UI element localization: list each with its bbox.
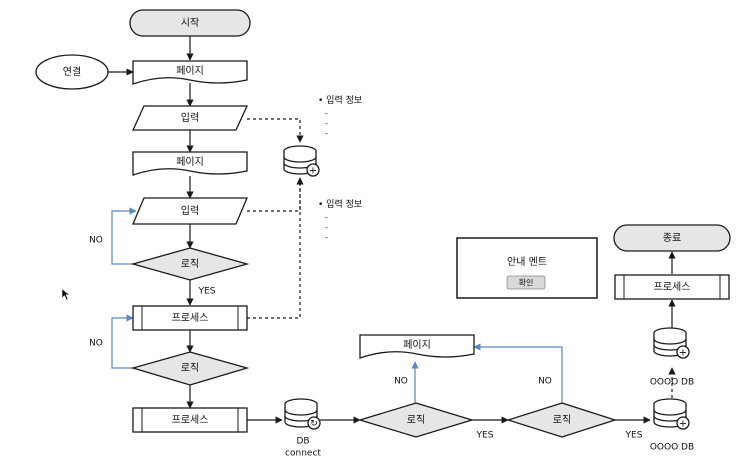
end-label: 종료: [663, 232, 681, 244]
logic3-node: 로직: [357, 402, 475, 438]
confirm-button[interactable]: 확인: [506, 275, 546, 290]
dialog-message: 안내 멘트: [507, 256, 547, 268]
process2-node: 프로세스: [132, 407, 248, 433]
input-info-label-1: • 입력 정보: [318, 94, 362, 106]
process3-label: 프로세스: [654, 281, 691, 293]
edge-label-no-2: NO: [89, 339, 103, 349]
page1-node: 페이지: [132, 60, 248, 85]
logic4-node: 로직: [505, 402, 618, 438]
page2-label: 페이지: [176, 156, 204, 168]
db-store-1-icon: +: [653, 327, 690, 359]
note-dot: -: [325, 213, 328, 222]
input2-label: 입력: [181, 204, 199, 217]
process1-label: 프로세스: [172, 312, 209, 324]
guide-dialog: 안내 멘트 확인: [456, 237, 598, 299]
logic4-label: 로직: [553, 414, 571, 426]
logic2-label: 로직: [181, 362, 199, 374]
connect-node: 연결: [35, 54, 109, 90]
input-info-note-1: • 입력 정보 - - -: [318, 94, 362, 138]
db-connect-label-1: DB: [296, 437, 309, 447]
db-connect-label-2: connect: [285, 449, 321, 459]
logic3-label: 로직: [407, 414, 425, 426]
edge-label-yes-4: YES: [625, 431, 643, 441]
end-node: 종료: [613, 224, 731, 252]
db-icon: +: [283, 145, 320, 177]
loop-no-logic2: [111, 314, 134, 369]
connect-label: 연결: [63, 66, 81, 78]
page3-node: 페이지: [359, 334, 475, 359]
confirm-button-label: 확인: [519, 278, 534, 288]
edge-process1-db: [247, 178, 301, 319]
page3-label: 페이지: [403, 339, 431, 351]
process2-label: 프로세스: [172, 414, 209, 426]
edge-label-yes-3: YES: [476, 431, 494, 441]
edge-input2-db: [247, 177, 304, 212]
input-info-label-2: • 입력 정보: [318, 198, 362, 210]
input-info-note-2: • 입력 정보 - - -: [318, 198, 362, 242]
db-connect-icon: ↻: [284, 398, 321, 430]
start-label: 시작: [181, 17, 199, 29]
note-dot: -: [325, 129, 328, 138]
edges: [108, 36, 676, 424]
db-store-1-label: OOOO DB: [650, 378, 694, 388]
db-store-2-label: OOOO DB: [650, 443, 694, 453]
logic1-node: 로직: [130, 247, 250, 281]
plus-icon: +: [679, 419, 687, 430]
refresh-icon: ↻: [310, 419, 318, 429]
edge-label-no-4: NO: [538, 377, 552, 387]
edge-input1-db: [247, 118, 304, 143]
edge-no-logic4-page3: [473, 343, 563, 403]
plus-icon: +: [679, 348, 687, 359]
note-dot: -: [325, 109, 328, 118]
edge-label-yes-1: YES: [198, 287, 216, 297]
logic1-label: 로직: [181, 258, 199, 270]
note-dot: -: [325, 119, 328, 128]
note-dot: -: [325, 223, 328, 232]
input1-label: 입력: [181, 111, 199, 124]
mouse-cursor-icon: [61, 288, 71, 301]
page1-label: 페이지: [176, 65, 204, 77]
start-node: 시작: [129, 9, 251, 37]
logic2-node: 로직: [130, 351, 250, 386]
note-dot: -: [325, 233, 328, 242]
process1-node: 프로세스: [132, 305, 248, 331]
loop-no-logic1: [111, 207, 137, 265]
db-store-2-icon: +: [653, 398, 690, 430]
process3-node: 프로세스: [614, 274, 730, 300]
edge-label-no-1: NO: [89, 236, 103, 246]
input2-node: 입력: [132, 197, 248, 225]
page2-node: 페이지: [132, 151, 248, 176]
plus-icon: +: [309, 166, 317, 177]
input1-node: 입력: [131, 105, 249, 131]
edge-label-no-3: NO: [394, 377, 408, 387]
